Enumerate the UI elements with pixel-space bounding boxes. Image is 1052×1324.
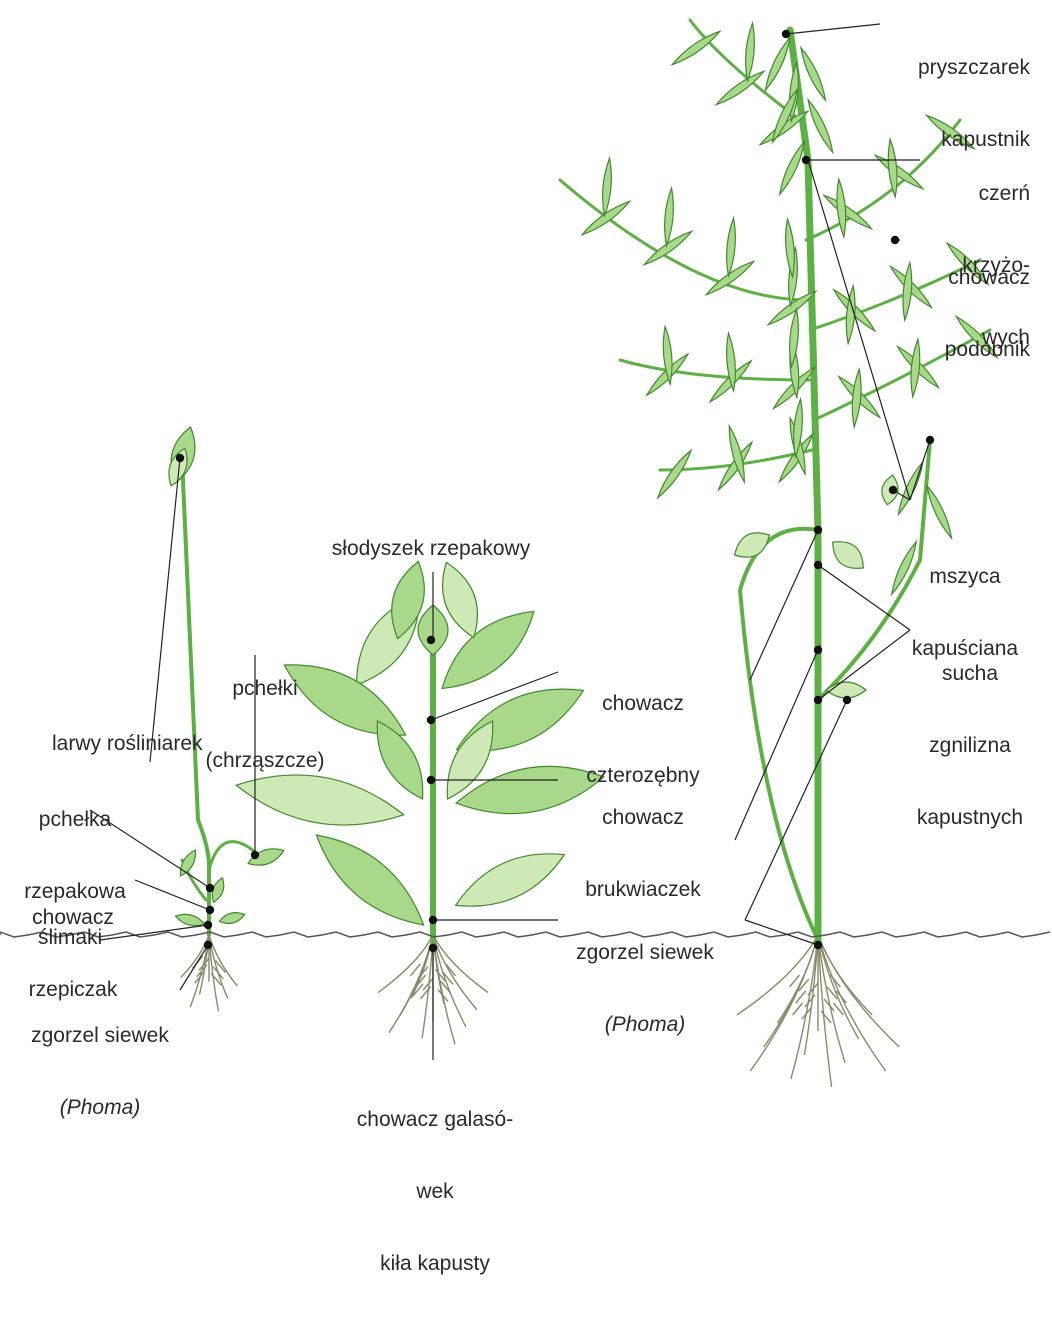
label-pchelki-line1: pchełki [200, 677, 330, 701]
label-podobnik-line2: podobnik [900, 338, 1030, 362]
leaf-left-base [218, 910, 246, 926]
label-pryszczarek-line1: pryszczarek [880, 56, 1030, 80]
label-zgorzel-left: zgorzel siewek (Phoma) [10, 976, 190, 1168]
soil-surface [0, 932, 1050, 937]
label-larwy: larwy rośliniarek [52, 732, 203, 756]
branch-right [620, 360, 810, 380]
leaf-middle [429, 596, 547, 704]
leaf-right [826, 534, 871, 577]
pointer-dot [802, 156, 810, 164]
label-kila: kiła kapusty [330, 1252, 540, 1276]
stem-right-left [740, 529, 818, 940]
label-pchelki-line2: (chrząszcze) [200, 749, 330, 773]
pointer-dot [427, 716, 435, 724]
pointer-dot [206, 884, 214, 892]
root-middle [389, 935, 433, 1033]
seed-pod [844, 285, 857, 343]
seed-pod [850, 369, 863, 427]
pointer-dot [429, 916, 437, 924]
pointer-dot [204, 921, 212, 929]
label-podobnik-line1: chowacz [900, 266, 1030, 290]
seed-pod [724, 218, 737, 276]
label-sucha: sucha zgnilizna kapustnych [900, 614, 1040, 878]
label-zgorzel-mid: zgorzel siewek (Phoma) [560, 893, 730, 1085]
label-podobnik: chowacz podobnik [900, 218, 1030, 410]
pointer-dot [814, 646, 822, 654]
root-right [818, 935, 872, 1015]
pointer-dot [206, 906, 214, 914]
pointer-dot [427, 776, 435, 784]
root-middle [411, 964, 421, 976]
root-middle [421, 987, 431, 999]
label-czern-line1: czerń [920, 182, 1030, 206]
root-right [790, 975, 800, 987]
seed-pod [776, 140, 808, 196]
label-zgorzel-left-line1: zgorzel siewek [10, 1024, 190, 1048]
pointer-sucha [818, 565, 910, 630]
pointer-dot [176, 454, 184, 462]
root-right [791, 935, 818, 1079]
label-czterozebny-line1: chowacz [558, 692, 728, 716]
root-middle [400, 935, 433, 1016]
diagram: słodyszek rzepakowy pchełki (chrząszcze)… [0, 0, 1052, 1143]
pointer-dot [429, 944, 437, 952]
label-galasowek-line1: chowacz galasó- [330, 1108, 540, 1132]
pointer-dot [204, 941, 212, 949]
root-right [793, 1003, 803, 1015]
seed-pod [822, 192, 874, 232]
seed-pod [895, 460, 927, 516]
seed-pod [743, 23, 756, 81]
seed-pod [662, 188, 675, 246]
pointer-dot [814, 696, 822, 704]
label-zgorzel-left-line2: (Phoma) [10, 1096, 190, 1120]
pointer-dot [782, 30, 790, 38]
pointer-dot [427, 636, 435, 644]
label-zgorzel-mid-line1: zgorzel siewek [560, 941, 730, 965]
pointer-dot [926, 436, 934, 444]
pointer-dot [814, 526, 822, 534]
seed-pod [600, 158, 613, 216]
label-pchelki: pchełki (chrząszcze) [200, 629, 330, 821]
label-zgorzel-mid-line2: (Phoma) [560, 1013, 730, 1037]
pointer-dot [814, 941, 822, 949]
label-sucha-line3: kapustnych [900, 806, 1040, 830]
label-mszyca-line1: mszyca [900, 565, 1030, 589]
root-middle [433, 935, 488, 993]
pointer-dot [843, 696, 851, 704]
pointer-larwy [150, 458, 180, 762]
pointer-dot [251, 851, 259, 859]
label-sucha-line2: zgnilizna [900, 734, 1040, 758]
leaf-middle [304, 820, 437, 941]
pointer-dot [891, 236, 899, 244]
seed-pod [835, 179, 848, 237]
leaf-middle [448, 838, 572, 921]
pointer-pryszczarek [786, 24, 880, 34]
root-right [821, 1011, 831, 1023]
pointer-dot [814, 561, 822, 569]
label-pchelka-line1: pchełka [10, 808, 140, 832]
root-right [737, 935, 818, 1015]
seed-pod [654, 448, 694, 500]
label-slimaki: ślimaki [38, 926, 102, 950]
label-galasowek-line2: wek [330, 1180, 540, 1204]
seed-pod [762, 36, 794, 92]
pointer-rzepiczak [135, 880, 210, 910]
label-brukwiaczek-line1: chowacz [558, 806, 728, 830]
pointer-dot [889, 486, 897, 494]
label-galasowek: chowacz galasó- wek kiła kapusty [330, 1060, 540, 1324]
label-slodyszek: słodyszek rzepakowy [316, 537, 546, 561]
label-sucha-line1: sucha [900, 662, 1040, 686]
soil-line [0, 932, 1050, 937]
